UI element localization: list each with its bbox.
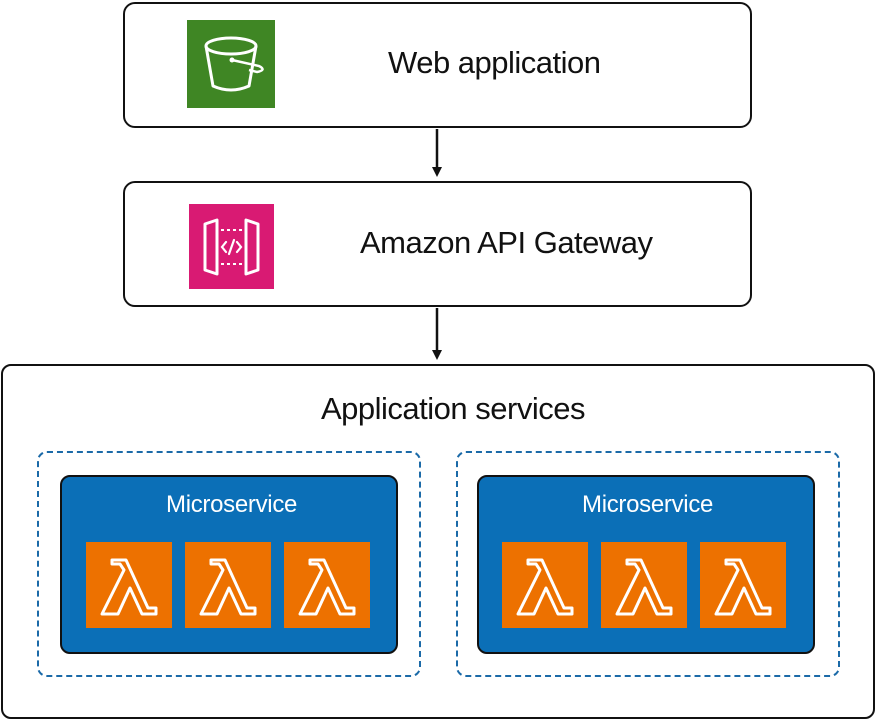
lambda-icon bbox=[185, 542, 271, 628]
lambda-icon bbox=[284, 542, 370, 628]
api-gateway-icon bbox=[189, 204, 274, 289]
lambda-icon bbox=[601, 542, 687, 628]
microservice-group bbox=[37, 451, 421, 677]
lambda-icon bbox=[700, 542, 786, 628]
api-gateway-label: Amazon API Gateway bbox=[360, 225, 653, 260]
application-services-label: Application services bbox=[321, 391, 585, 426]
s3-bucket-icon bbox=[187, 20, 275, 108]
lambda-icon bbox=[86, 542, 172, 628]
lambda-icon bbox=[502, 542, 588, 628]
web-application-label: Web application bbox=[388, 45, 601, 80]
microservice-group bbox=[456, 451, 840, 677]
microservice-label: Microservice bbox=[582, 491, 714, 518]
microservice-label: Microservice bbox=[166, 491, 298, 518]
